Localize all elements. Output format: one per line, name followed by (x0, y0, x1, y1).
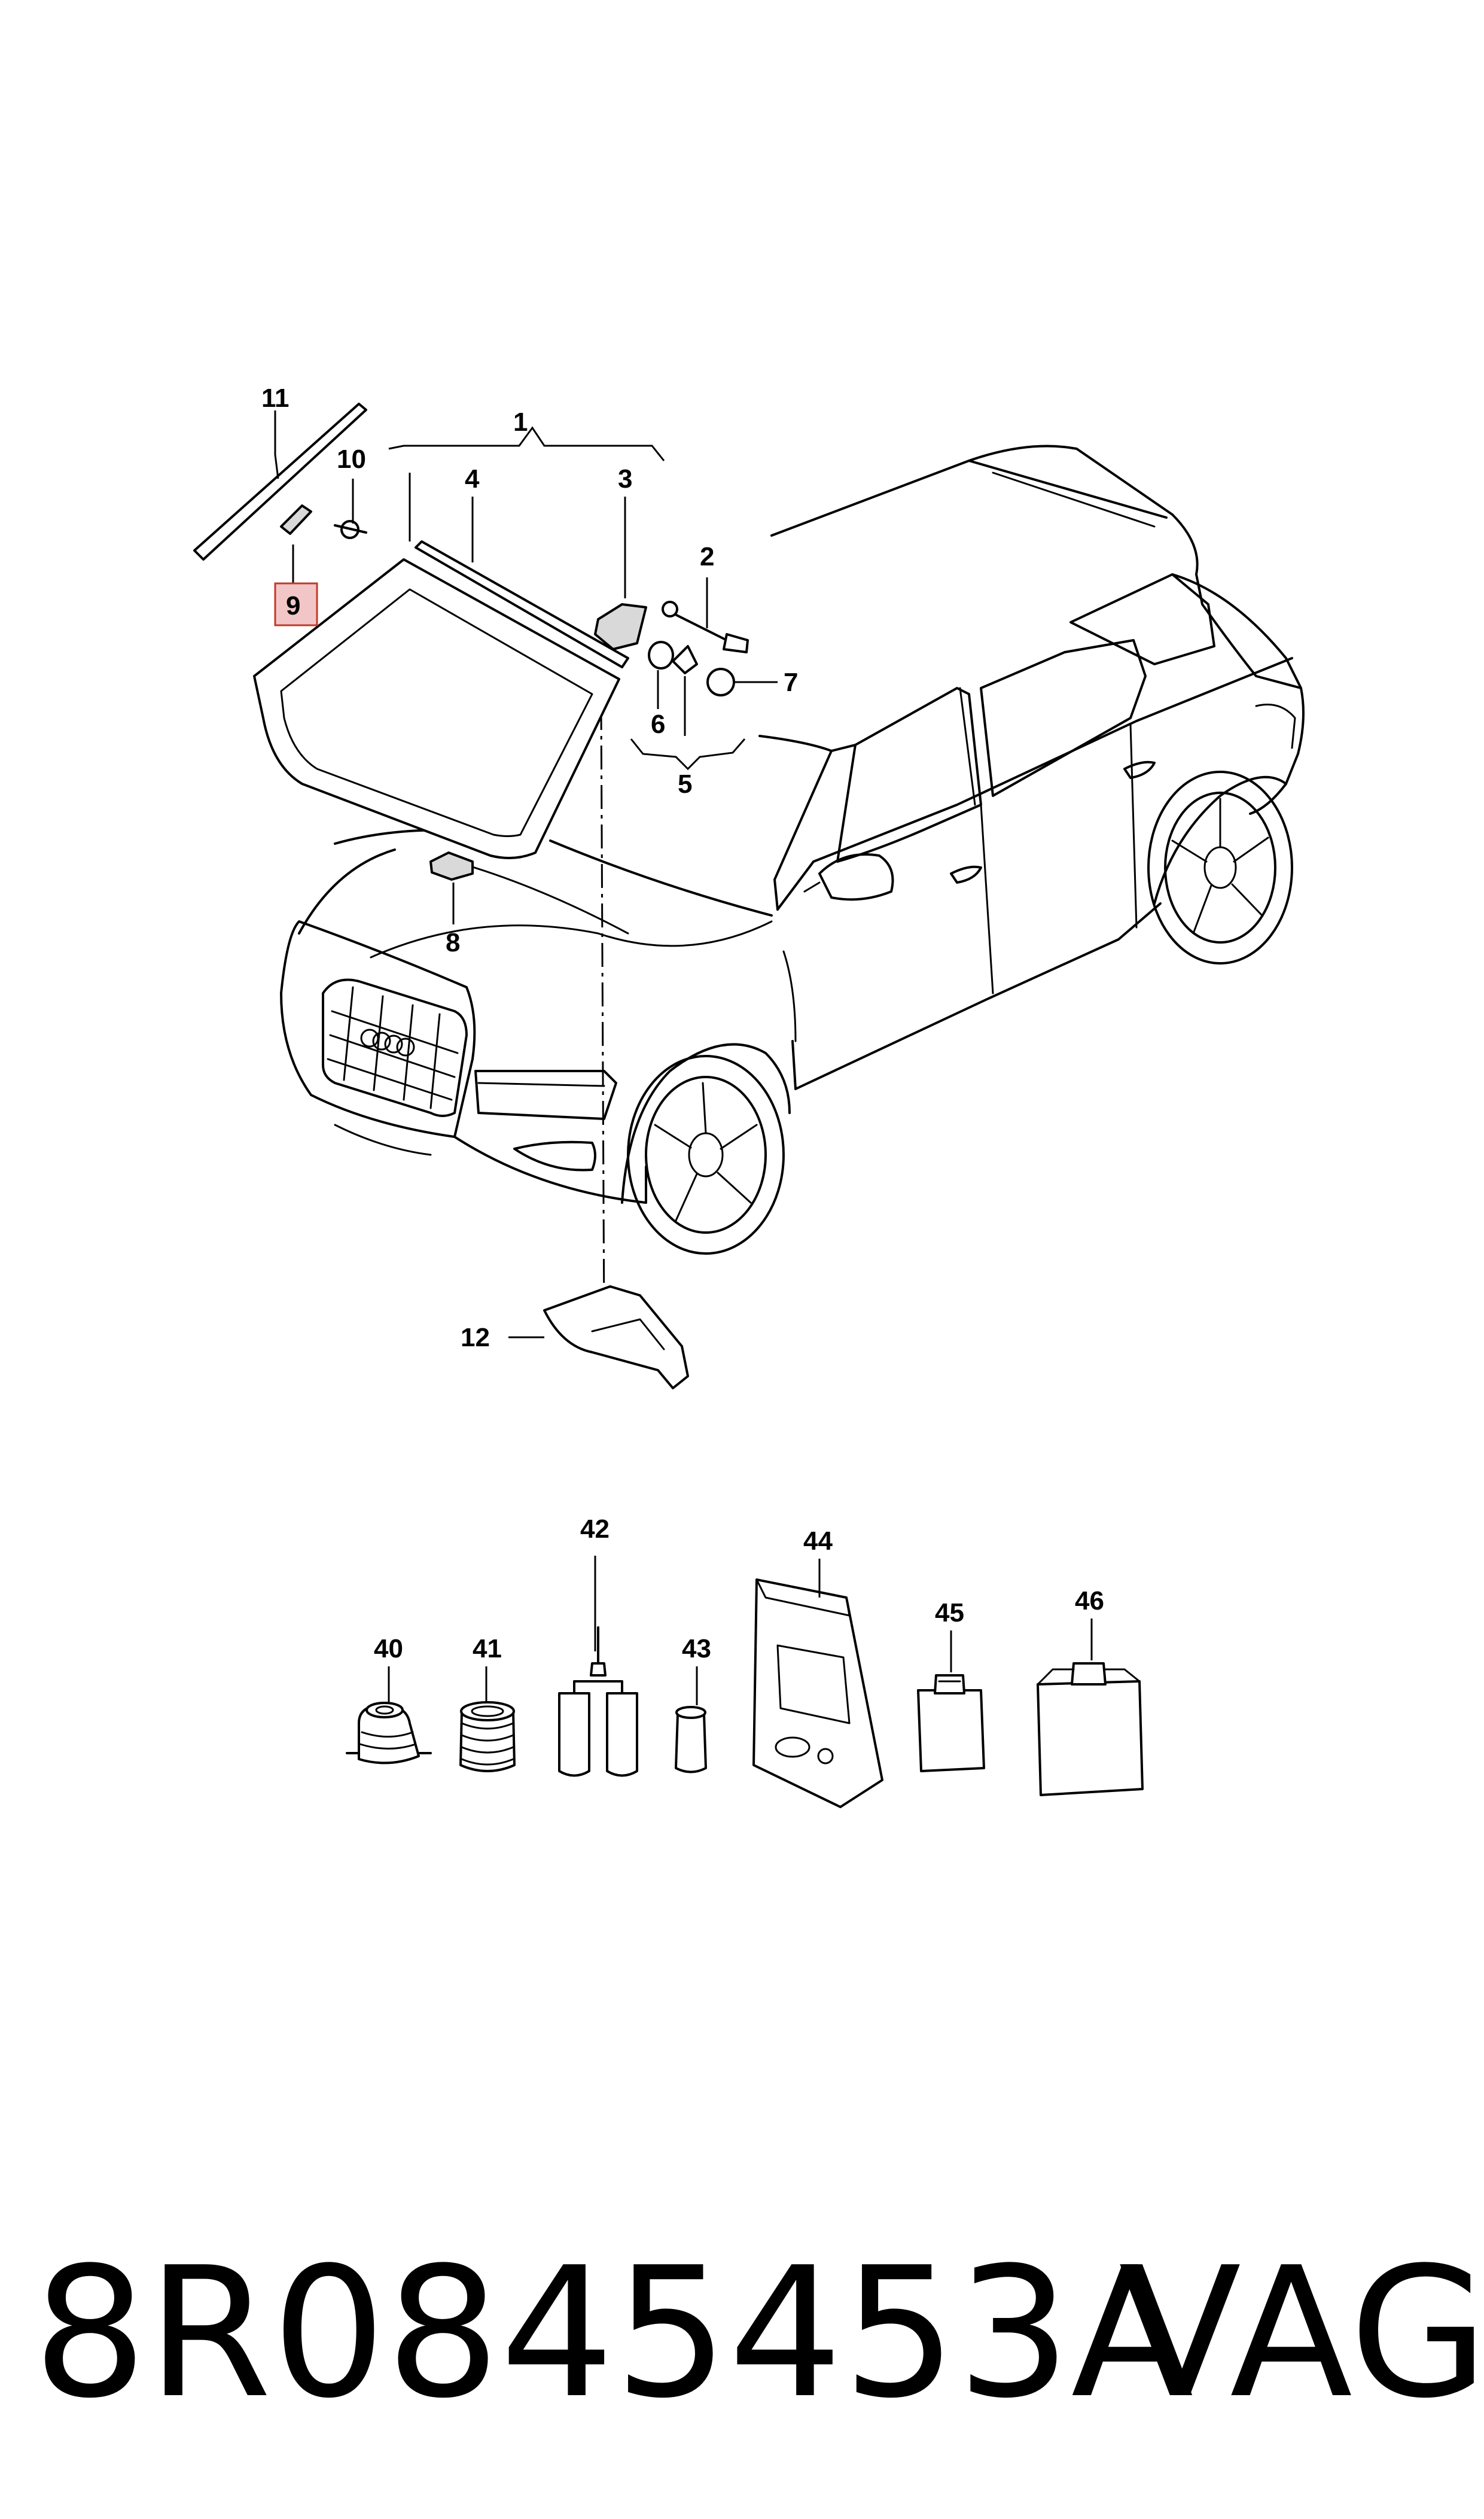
callout-45: 45 (935, 1598, 964, 1627)
highlight-box (274, 582, 318, 626)
sensor-cap (706, 668, 735, 696)
cleaner-bottle (917, 1674, 985, 1772)
sensor-mount (672, 645, 698, 674)
callout-42: 42 (580, 1514, 610, 1544)
callout-1: 1 (513, 407, 528, 437)
callout-8: 8 (446, 928, 460, 957)
activator-canister (1037, 1662, 1144, 1796)
small-trim-piece (280, 504, 312, 535)
retaining-clip (334, 520, 367, 539)
callout-46: 46 (1075, 1586, 1104, 1616)
clip-ring (648, 641, 674, 670)
part-number: 8R0845453A (33, 2229, 1194, 2438)
callout-5: 5 (678, 769, 692, 799)
parts-diagram: 1 2 3 4 5 6 7 8 9 10 11 12 (193, 384, 1305, 1808)
callout-44: 44 (803, 1526, 833, 1556)
glass-repair-kit-pouch (752, 1578, 883, 1808)
callout-3: 3 (618, 464, 632, 494)
windshield-molding-strip (415, 540, 629, 668)
car-illustration (280, 445, 1305, 1255)
callout-6: 6 (651, 710, 665, 739)
callout-11: 11 (261, 384, 290, 413)
consumables (346, 1559, 1144, 1808)
primer-bottle-small (675, 1706, 707, 1773)
leader-lines (274, 410, 778, 1651)
callout-2: 2 (700, 542, 714, 571)
rain-sensor (662, 601, 749, 653)
brand-label: VAG (1119, 2229, 1484, 2438)
a-pillar-trim (193, 403, 367, 561)
callout-40: 40 (374, 1634, 403, 1663)
cutting-wire-coil (459, 1701, 516, 1772)
callout-4: 4 (465, 464, 480, 494)
consumable-callouts: 40 41 42 43 44 45 46 (374, 1514, 1104, 1663)
callout-7: 7 (784, 668, 798, 697)
adhesive-cartridge-set (558, 1626, 638, 1777)
adhesive-tape-roll (346, 1702, 432, 1764)
callout-12: 12 (461, 1323, 490, 1352)
callout-9: 9 (286, 591, 300, 620)
spacer-block (429, 851, 474, 881)
mirror-bracket (594, 603, 647, 650)
callout-10: 10 (337, 445, 366, 474)
assembly-centerline (600, 705, 605, 1323)
callout-labels: 1 2 3 4 5 6 7 8 9 10 11 12 (261, 384, 798, 1352)
callout-43: 43 (682, 1634, 711, 1663)
windshield-glass (253, 558, 620, 859)
callout-41: 41 (473, 1634, 502, 1663)
cowl-bracket (543, 1285, 689, 1389)
